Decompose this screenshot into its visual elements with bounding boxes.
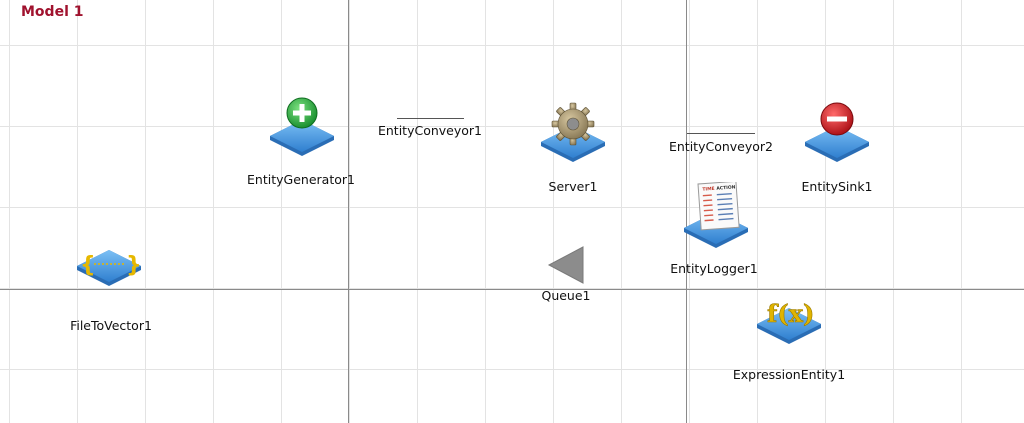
svg-text:}: } bbox=[126, 253, 142, 278]
entity-conveyor-1-label[interactable]: EntityConveyor1 bbox=[377, 123, 483, 138]
entity-sink-label[interactable]: EntitySink1 bbox=[801, 179, 873, 194]
queue[interactable] bbox=[547, 244, 587, 286]
entity-conveyor-2-line[interactable] bbox=[687, 133, 755, 134]
queue-label[interactable]: Queue1 bbox=[541, 288, 591, 303]
vertical-axis-line bbox=[348, 0, 349, 423]
expression-entity-label[interactable]: ExpressionEntity1 bbox=[732, 367, 846, 382]
entity-conveyor-2-label[interactable]: EntityConveyor2 bbox=[668, 139, 774, 154]
entity-logger[interactable]: TIME ACTION bbox=[681, 182, 751, 254]
file-to-vector-label[interactable]: FileToVector1 bbox=[70, 318, 152, 333]
log-sheet-header-time: TIME bbox=[702, 186, 715, 193]
log-sheet-icon: TIME ACTION bbox=[684, 182, 748, 248]
entity-generator-label[interactable]: EntityGenerator1 bbox=[247, 172, 355, 187]
entity-sink[interactable] bbox=[801, 100, 873, 170]
fx-glyph: f(x) bbox=[767, 299, 814, 328]
server[interactable] bbox=[537, 98, 609, 168]
braces-icon: { } bbox=[77, 250, 142, 286]
gear-icon bbox=[541, 102, 605, 162]
svg-text:{: { bbox=[80, 253, 96, 278]
triangle-left-icon bbox=[547, 246, 584, 284]
entity-conveyor-1-line[interactable] bbox=[397, 118, 464, 119]
horizontal-axis-line bbox=[0, 289, 1024, 290]
model-title: Model 1 bbox=[21, 4, 84, 20]
vertical-axis-line bbox=[686, 0, 687, 423]
fx-icon: f(x) bbox=[757, 299, 821, 344]
file-to-vector[interactable]: { } bbox=[74, 242, 144, 292]
entity-generator[interactable] bbox=[266, 94, 338, 160]
minus-icon bbox=[805, 102, 869, 162]
entity-logger-label[interactable]: EntityLogger1 bbox=[670, 261, 758, 276]
server-label[interactable]: Server1 bbox=[548, 179, 598, 194]
expression-entity[interactable]: f(x) bbox=[753, 294, 825, 352]
log-sheet-header-action: ACTION bbox=[716, 184, 736, 191]
plus-icon bbox=[270, 97, 334, 156]
